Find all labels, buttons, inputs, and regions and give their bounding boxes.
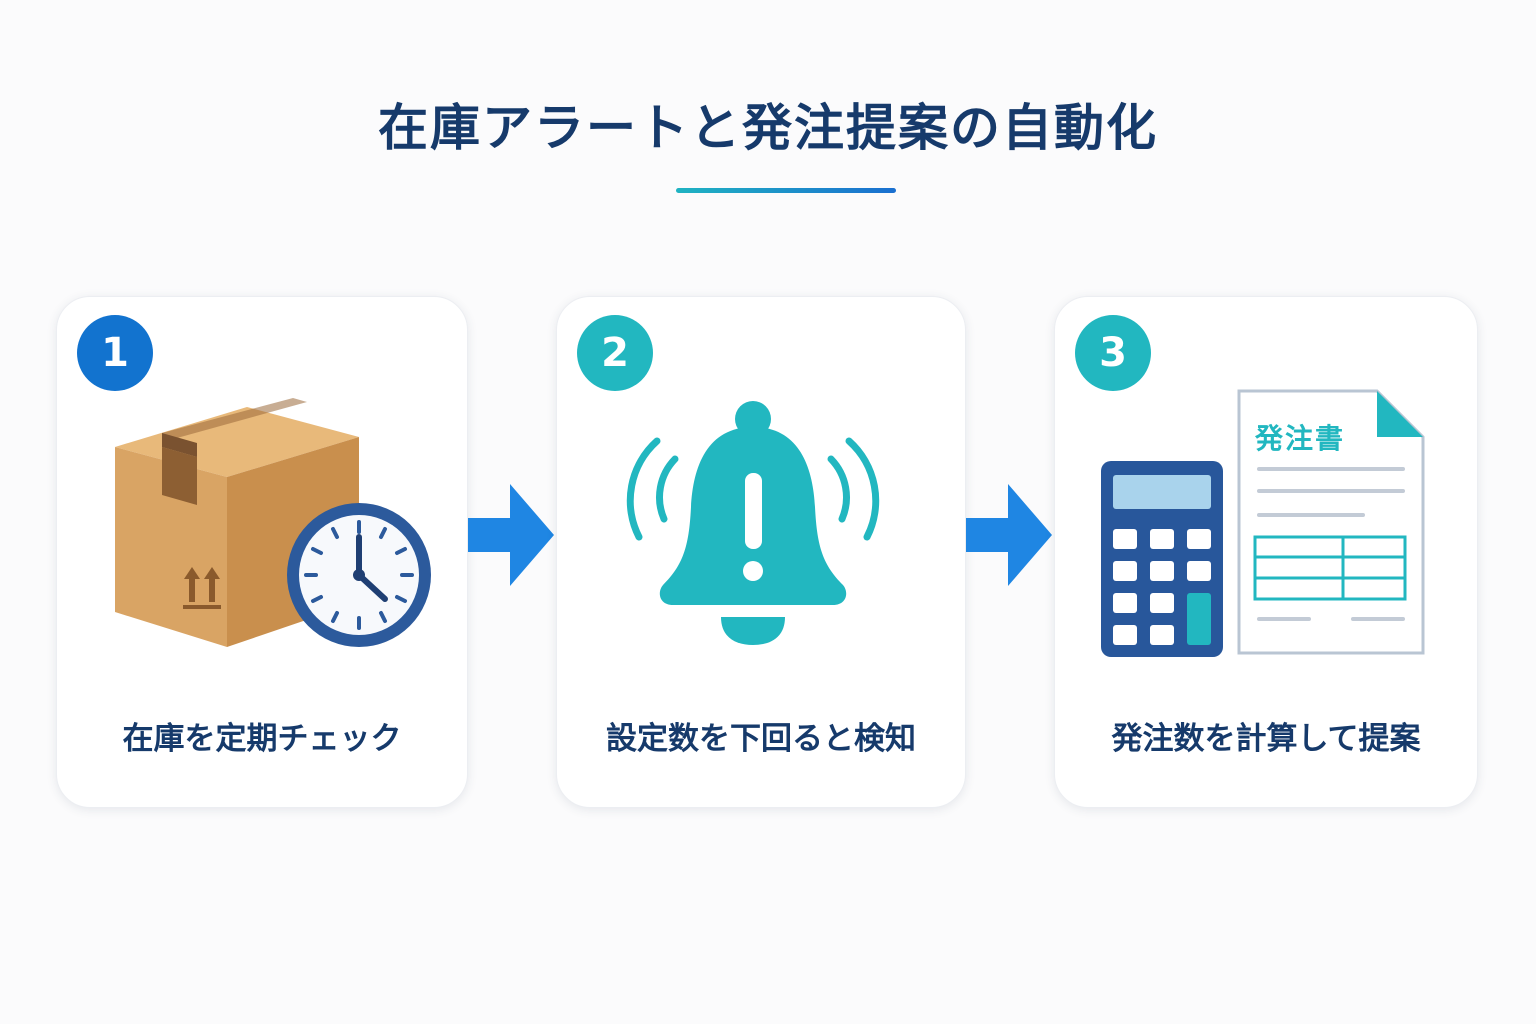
step-badge-3: 3	[1075, 315, 1151, 391]
document-label: 発注書	[1255, 422, 1346, 455]
step-badge-1: 1	[77, 315, 153, 391]
box-clock-icon	[115, 398, 431, 647]
step-caption-3: 発注数を計算して提案	[1111, 721, 1421, 757]
right-arrow-icon	[966, 484, 1052, 586]
step-caption-1: 在庫を定期チェック	[122, 721, 402, 757]
page-title: 在庫アラートと発注提案の自動化	[378, 99, 1158, 157]
order-form-document-icon	[1237, 389, 1425, 655]
calculator-icon	[1101, 461, 1223, 657]
step-caption-2: 設定数を下回ると検知	[606, 721, 916, 757]
right-arrow-icon	[468, 484, 554, 586]
title-underline	[676, 188, 896, 193]
alert-bell-icon	[626, 401, 880, 645]
step-badge-2: 2	[577, 315, 653, 391]
step-card-3: 3	[1054, 296, 1478, 808]
step-card-1: 1	[56, 296, 468, 808]
step-card-2: 2 設定数を下回ると検知	[556, 296, 966, 808]
